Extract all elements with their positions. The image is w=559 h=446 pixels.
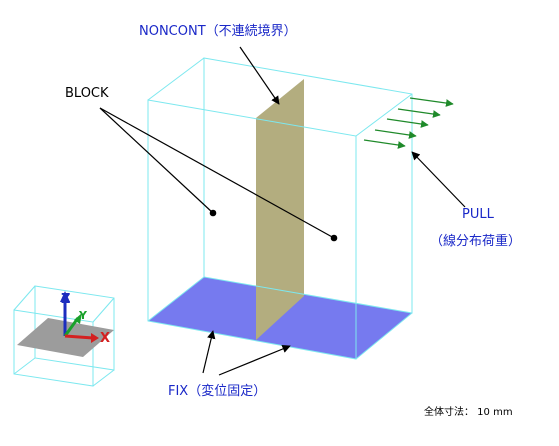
fix-leader-2: [218, 344, 291, 376]
axis-x-line: [64, 334, 94, 340]
axis-y-head: [74, 313, 82, 324]
noncont-label: NONCONT（不連続境界）: [139, 24, 297, 39]
axis-z-label: Z: [61, 292, 70, 307]
scale-note: 全体寸法： 10 mm: [424, 407, 513, 418]
axis-y-label: Y: [78, 309, 88, 322]
axis-x-head: [91, 333, 99, 343]
pull-load-arrows: [363, 97, 454, 149]
axis-z-head: [60, 291, 70, 302]
block-leader-2: [99, 107, 335, 239]
noncont-face: [256, 79, 304, 340]
pull-sub-label: （線分布荷重）: [430, 234, 522, 249]
fix-leader-1: [202, 330, 216, 374]
axis-x-label: X: [100, 331, 110, 346]
noncont-leader: [239, 46, 280, 105]
fix-label: FIX（変位固定）: [168, 384, 267, 399]
block-label: BLOCK: [65, 86, 109, 101]
block-point-1: [209, 209, 217, 217]
block-point-2: [330, 234, 338, 242]
block-leader-1: [99, 107, 214, 214]
pull-leader: [411, 151, 466, 208]
orientation-triad: Z Y X: [13, 285, 115, 387]
pull-label: PULL: [462, 207, 494, 222]
